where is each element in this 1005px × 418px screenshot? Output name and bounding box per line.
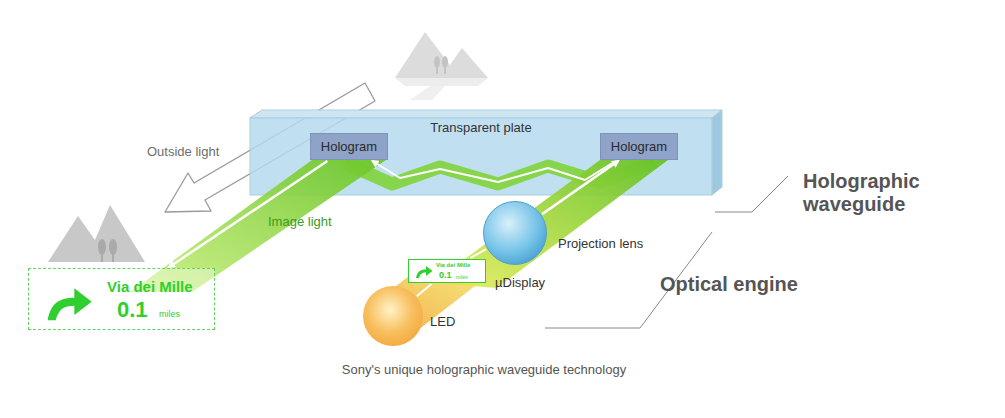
image-street: Via dei Mille [107,278,193,295]
turn-arrow-icon [414,264,434,279]
hologram-box: Hologram [310,133,388,160]
display-unit: miles [456,274,468,280]
mountain-left [48,205,145,262]
hologram-label: Hologram [321,139,377,154]
light-path [470,249,486,258]
light-path [417,284,432,296]
plate-right-face [712,110,722,195]
section-label: Holographic waveguide [803,170,943,216]
projection-lens: Projection lens [483,201,547,265]
image-light-label: Image light [268,214,332,229]
section-label: Optical engine [660,273,798,296]
leader-line [715,176,788,212]
transparent-plate: Transparent plateHologramHologram [250,118,712,195]
display-street: Via dei Mille [436,262,470,268]
plate-top-face [250,110,722,118]
display-label: µDisplay [495,275,545,290]
turn-arrow-icon [37,283,101,323]
hologram-box: Hologram [600,133,678,160]
led: LED [363,286,423,346]
outside-light-label: Outside light [147,144,219,159]
caption: Sony's unique holographic waveguide tech… [0,362,968,377]
image-distance: 0.1 [117,297,148,323]
hologram-label: Hologram [611,139,667,154]
light-path [373,161,616,182]
virtual-image: Via dei Mille 0.1 miles [28,268,215,330]
lens-label: Projection lens [558,236,643,251]
display-distance: 0.1 [439,270,452,280]
mountain-top [395,32,488,100]
micro-display: Via dei Mille0.1milesµDisplay [408,259,486,283]
led-label: LED [430,314,455,329]
image-unit: miles [159,309,180,319]
